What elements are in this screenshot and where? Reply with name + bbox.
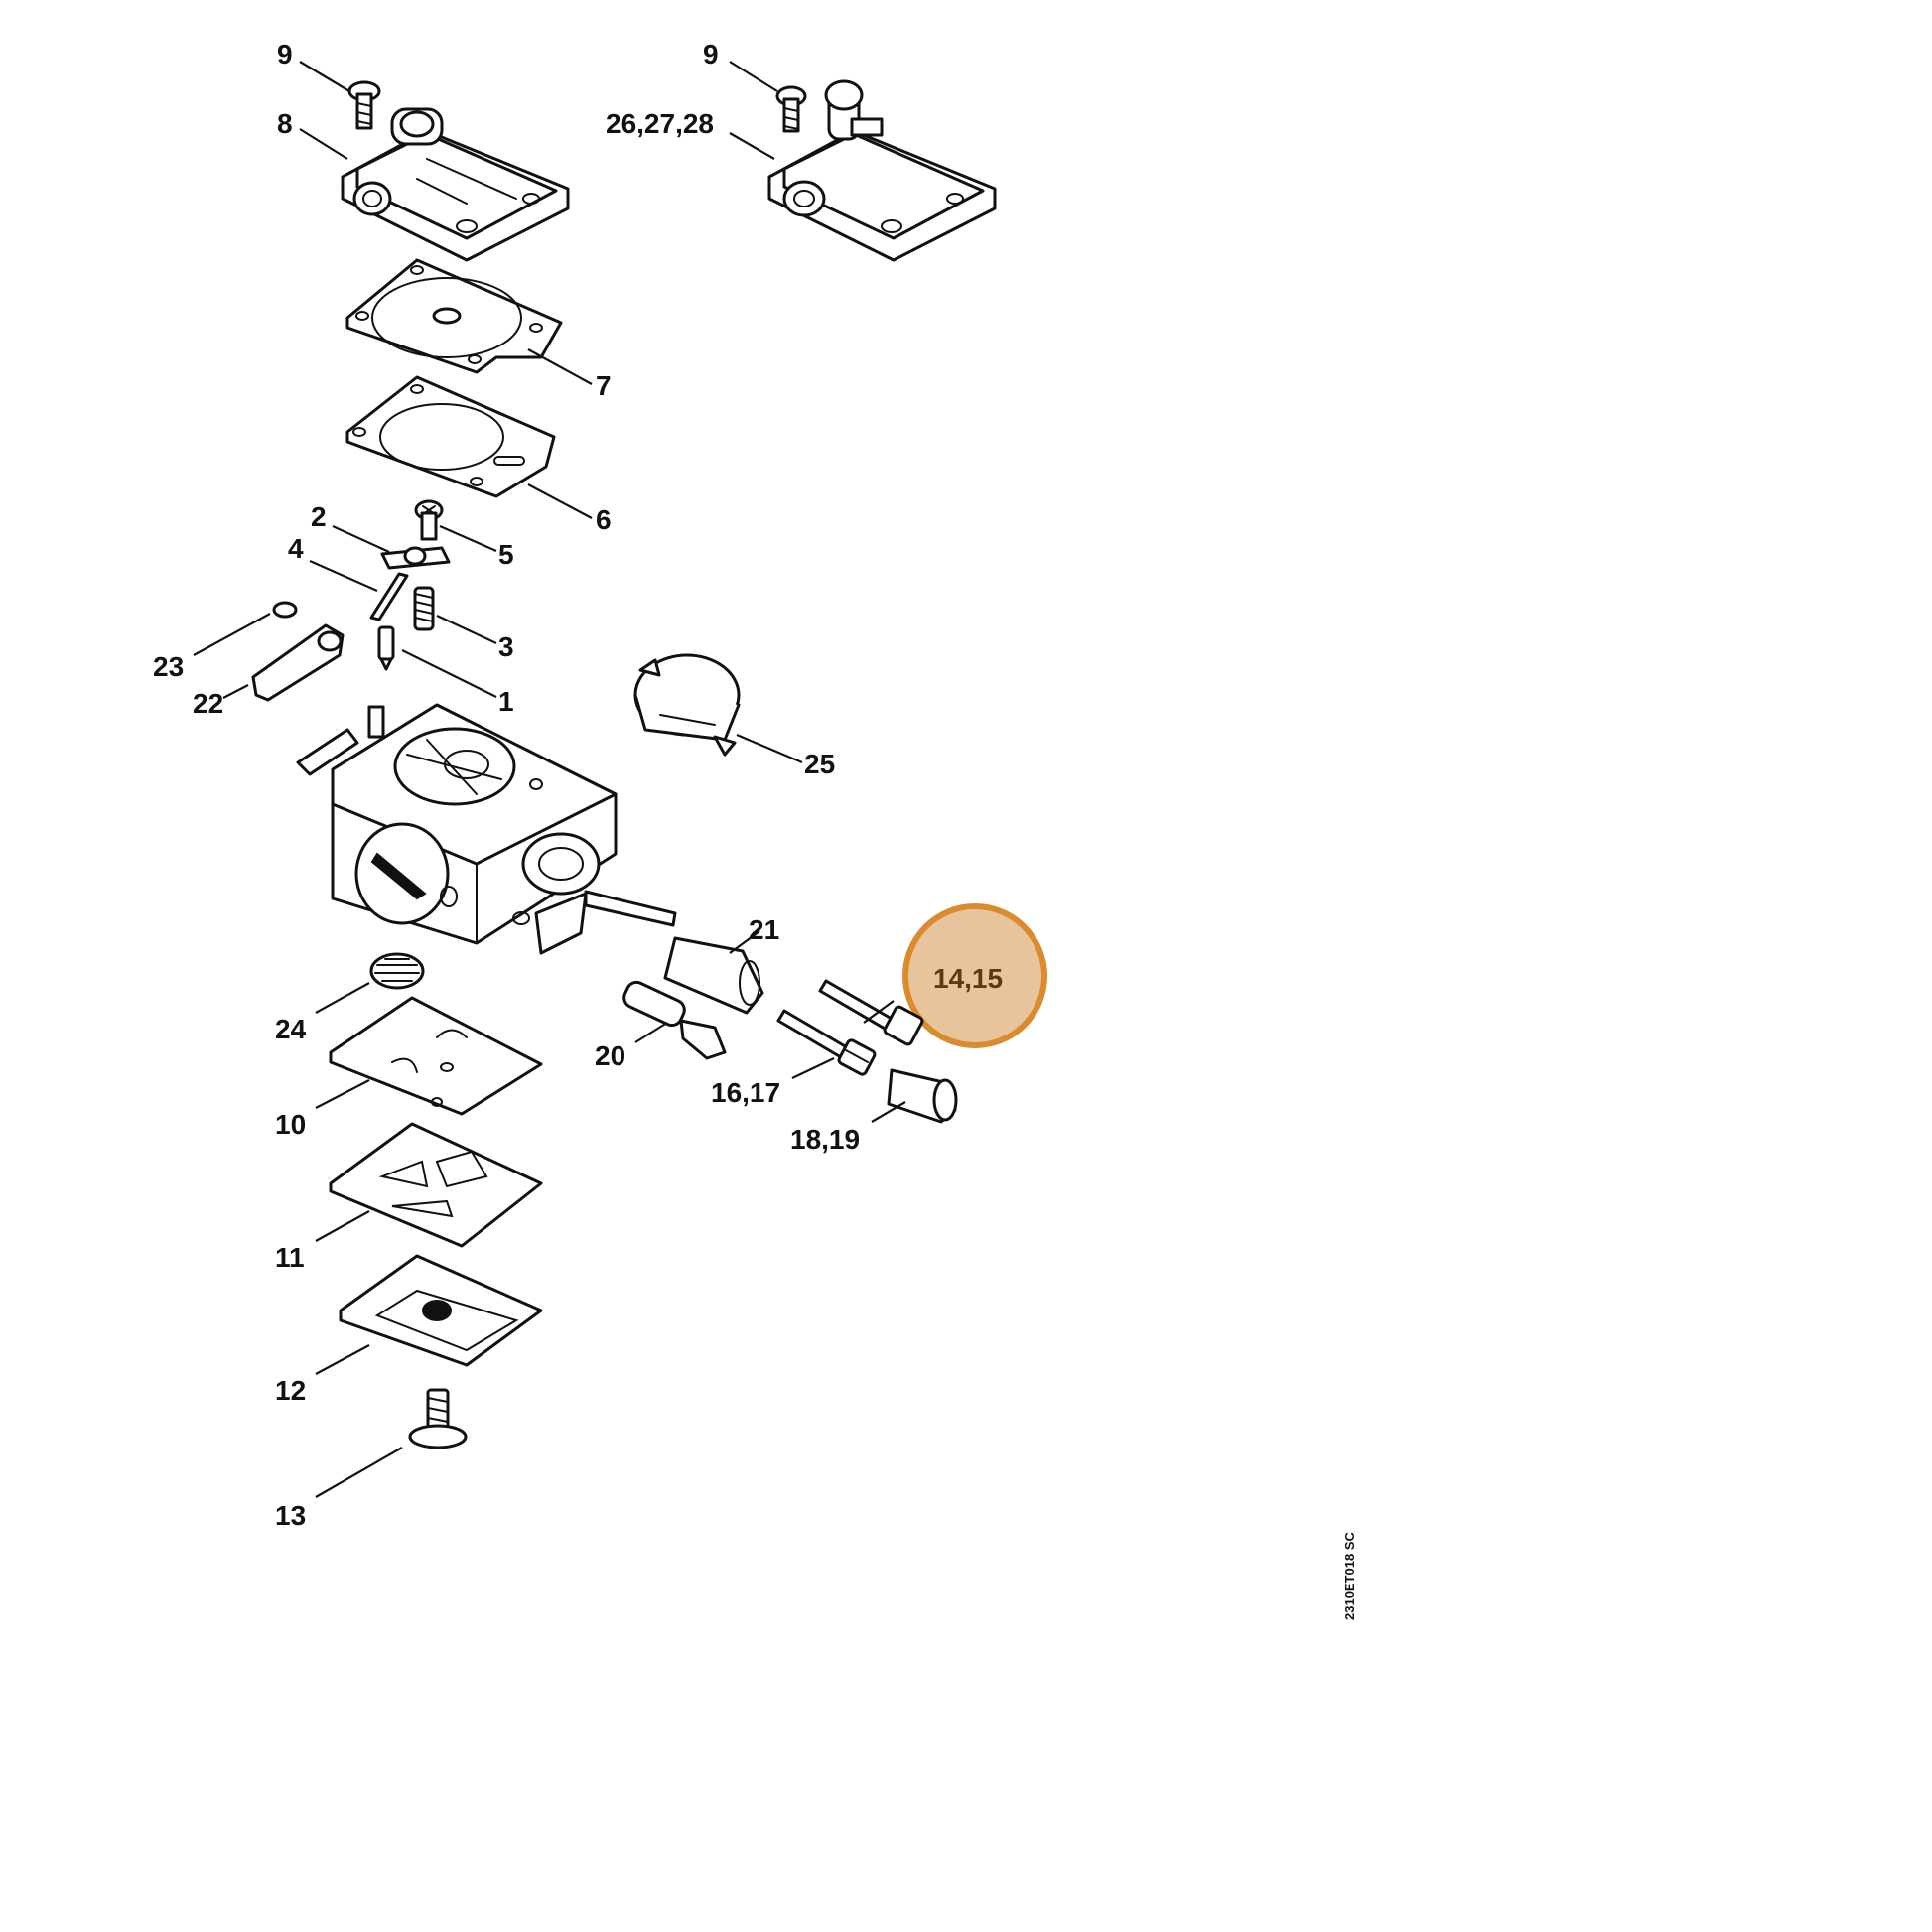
label-8[interactable]: 8 <box>277 108 293 139</box>
part-11-gasket[interactable] <box>329 1122 543 1248</box>
label-2[interactable]: 2 <box>311 501 327 532</box>
label-13[interactable]: 13 <box>275 1500 306 1531</box>
label-11[interactable]: 11 <box>275 1242 305 1273</box>
part-2-lever[interactable] <box>380 546 451 570</box>
part-8-cover[interactable] <box>341 107 570 262</box>
leader-lines <box>193 61 906 1498</box>
label-4[interactable]: 4 <box>288 533 304 564</box>
label-20[interactable]: 20 <box>595 1040 625 1071</box>
part-16-17-screw[interactable] <box>776 1009 877 1076</box>
label-7[interactable]: 7 <box>596 370 612 401</box>
part-23-clip[interactable] <box>272 601 298 619</box>
part-labels: 9 8 9 26,27,28 7 6 2 5 4 3 23 22 1 25 21… <box>153 39 1003 1531</box>
part-9-screw-right[interactable] <box>775 85 807 133</box>
label-12[interactable]: 12 <box>275 1375 306 1406</box>
label-24[interactable]: 24 <box>275 1014 307 1044</box>
label-9a[interactable]: 9 <box>277 39 293 69</box>
drawing-code: 2310ET018 SC <box>1342 1531 1357 1620</box>
part-5-screw[interactable] <box>414 499 444 541</box>
part-3-spring[interactable] <box>413 586 435 631</box>
label-6[interactable]: 6 <box>596 504 612 535</box>
carburetor-body[interactable] <box>296 703 677 955</box>
label-25[interactable]: 25 <box>804 749 835 779</box>
part-12-pump-cover[interactable] <box>339 1254 543 1367</box>
part-24-screen[interactable] <box>369 952 425 990</box>
highlight-marker[interactable] <box>902 903 1047 1048</box>
part-9-screw-left[interactable] <box>347 80 381 130</box>
part-20-screw[interactable] <box>621 979 727 1060</box>
label-14-15[interactable]: 14,15 <box>933 963 1003 994</box>
label-1[interactable]: 1 <box>498 686 514 717</box>
label-18-19[interactable]: 18,19 <box>790 1124 860 1155</box>
label-3[interactable]: 3 <box>498 631 514 662</box>
label-21[interactable]: 21 <box>749 914 779 945</box>
part-1-needle[interactable] <box>377 625 395 671</box>
part-18-19-sleeve[interactable] <box>887 1068 958 1124</box>
part-14-15-screw[interactable] <box>818 979 924 1046</box>
label-16-17[interactable]: 16,17 <box>711 1077 780 1108</box>
label-26-27-28[interactable]: 26,27,28 <box>606 108 714 139</box>
part-25-cap[interactable] <box>633 653 741 757</box>
part-7-diaphragm[interactable] <box>345 258 563 374</box>
part-21-sleeve[interactable] <box>663 936 764 1015</box>
part-22-lever[interactable] <box>251 623 345 702</box>
label-22[interactable]: 22 <box>193 688 223 719</box>
label-23[interactable]: 23 <box>153 651 184 682</box>
part-6-gasket[interactable] <box>345 375 556 498</box>
label-9b[interactable]: 9 <box>703 39 719 69</box>
part-4-pin[interactable] <box>369 572 409 621</box>
part-10-gasket[interactable] <box>329 996 543 1116</box>
label-5[interactable]: 5 <box>498 539 514 570</box>
part-13-screw[interactable] <box>408 1388 468 1449</box>
label-10[interactable]: 10 <box>275 1109 306 1140</box>
part-26-27-28-cover[interactable] <box>767 79 997 262</box>
